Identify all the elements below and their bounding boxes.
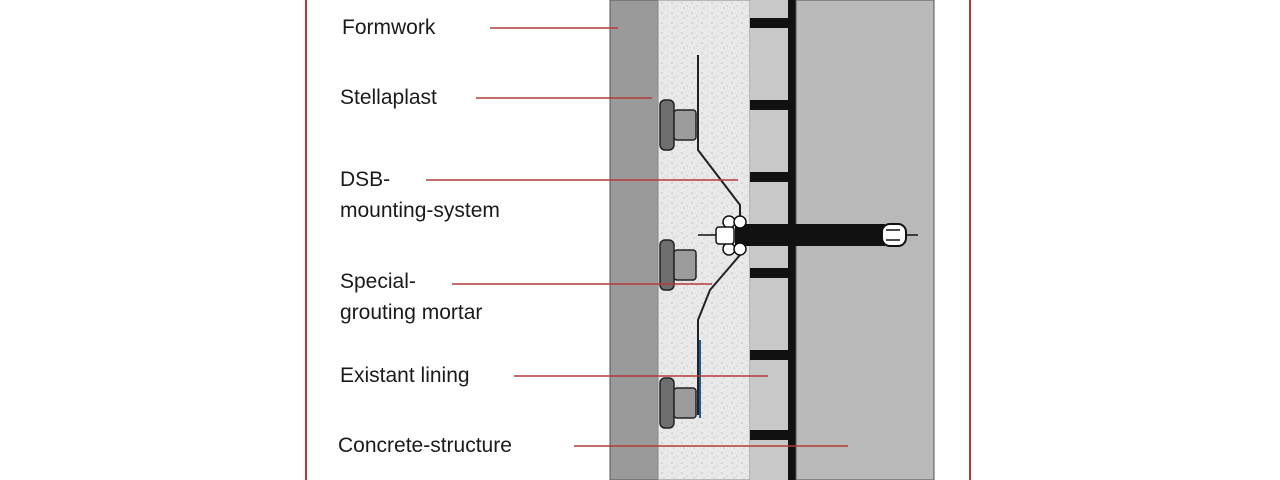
frame-left-border bbox=[305, 0, 307, 480]
special-mortar-label-line1: Special- bbox=[340, 270, 416, 293]
formwork-panel bbox=[609, 0, 659, 480]
existant-lining-label: Existant lining bbox=[340, 364, 470, 387]
stellaplast-label: Stellaplast bbox=[340, 86, 437, 109]
formwork-label: Formwork bbox=[342, 16, 436, 39]
dsb-label-line1: DSB- bbox=[340, 168, 391, 191]
stellaplast-stud bbox=[659, 99, 697, 151]
frame-right-border bbox=[969, 0, 971, 480]
anchor-end-cap bbox=[881, 223, 907, 247]
special-mortar-label-line2: grouting mortar bbox=[340, 301, 483, 324]
lining-joints bbox=[750, 18, 794, 440]
anchor-nut bbox=[715, 215, 747, 256]
leader-lines bbox=[426, 27, 848, 447]
anchor-rod bbox=[735, 224, 885, 246]
dsb-label-line2: mounting-system bbox=[340, 199, 500, 222]
stellaplast-stud bbox=[659, 377, 697, 429]
stellaplast-stud bbox=[659, 239, 697, 291]
concrete-structure-label: Concrete-structure bbox=[338, 434, 512, 457]
